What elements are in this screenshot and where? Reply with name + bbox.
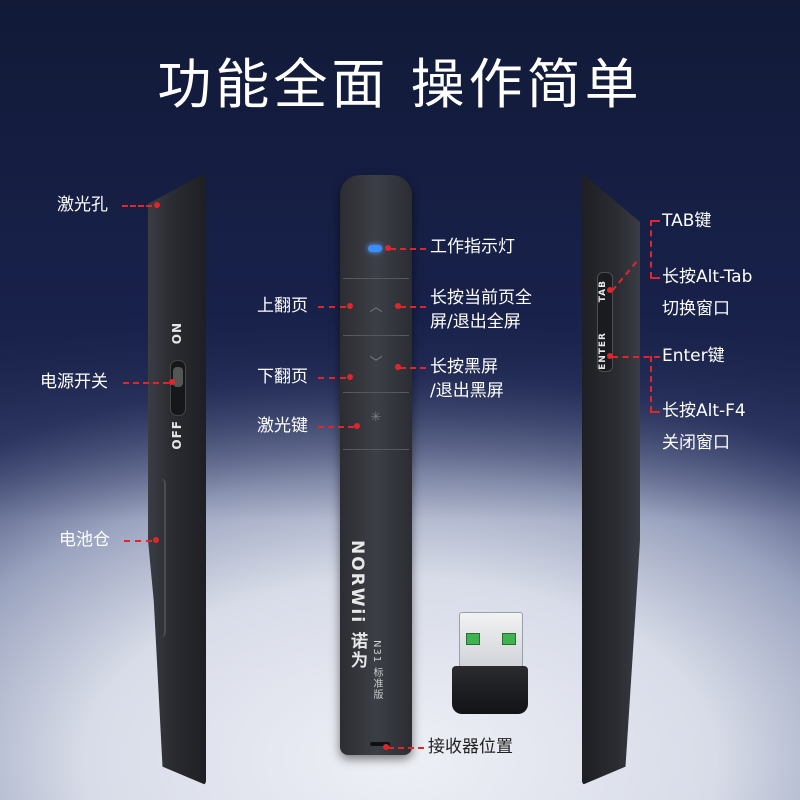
- page-down-long-leader: [400, 367, 426, 369]
- receiver-position-label: 接收器位置: [428, 737, 513, 757]
- page-down-label: 下翻页: [257, 367, 308, 387]
- power-switch-label: 电源开关: [40, 372, 108, 392]
- button-divider: [343, 392, 409, 393]
- chevron-down-icon: ﹀: [369, 356, 383, 371]
- laser-key-marker: [354, 423, 360, 429]
- enter-leader-vertical: [650, 356, 652, 412]
- enter-long-line2: 关闭窗口: [662, 433, 730, 453]
- tab-key-marker: [607, 287, 613, 293]
- usb-receiver-plug: [459, 612, 523, 670]
- enter-leader-bottom: [650, 411, 660, 413]
- enter-engraving: ENTER: [598, 332, 608, 370]
- page-down-long-marker: [395, 364, 401, 370]
- power-switch: [170, 360, 186, 416]
- page-up-marker: [347, 303, 353, 309]
- page-down-leader: [318, 377, 346, 379]
- presenter-remote: [340, 175, 412, 755]
- usb-receiver-body: [452, 666, 528, 714]
- tab-key-label: TAB键: [662, 211, 712, 231]
- receiver-slot: [370, 742, 390, 746]
- tab-long-line2: 切换窗口: [662, 299, 730, 319]
- battery-label: 电池仓: [59, 530, 110, 550]
- tab-leader-bottom: [650, 277, 660, 279]
- battery-leader: [124, 540, 152, 542]
- enter-key-label: Enter键: [662, 346, 725, 366]
- laser-icon: ✳: [370, 410, 382, 425]
- tab-leader-vertical: [650, 220, 652, 278]
- laser-hole-leader: [122, 205, 152, 207]
- laser-hole-marker: [154, 202, 160, 208]
- model-text: N31 标准版: [371, 640, 382, 701]
- tab-enter-buttons: [597, 272, 613, 372]
- page-up-long-line1: 长按当前页全: [430, 288, 532, 308]
- indicator-leader: [390, 248, 426, 250]
- button-divider: [343, 335, 409, 336]
- on-label: ON: [170, 322, 184, 345]
- laser-key-leader: [318, 426, 354, 428]
- usb-contact: [502, 633, 516, 645]
- button-panel: [343, 278, 409, 450]
- usb-contact: [466, 633, 480, 645]
- battery-compartment-edge: [150, 478, 166, 638]
- tab-leader-top: [650, 220, 660, 222]
- page-down-long-line1: 长按黑屏: [430, 357, 498, 377]
- brand-logo-text: NORWii 诺为: [347, 540, 367, 671]
- tab-long-line1: 长按Alt-Tab: [662, 267, 753, 287]
- indicator-marker: [385, 245, 391, 251]
- power-switch-leader: [123, 382, 169, 384]
- power-switch-knob: [173, 367, 183, 387]
- page-up-label: 上翻页: [257, 296, 308, 316]
- laser-key-label: 激光键: [257, 416, 308, 436]
- power-switch-marker: [169, 379, 175, 385]
- laser-hole-label: 激光孔: [57, 195, 108, 215]
- enter-leader: [612, 356, 660, 358]
- page-up-long-marker: [395, 303, 401, 309]
- enter-long-line1: 长按Alt-F4: [662, 401, 746, 421]
- off-label: OFF: [170, 420, 184, 450]
- page-down-marker: [347, 374, 353, 380]
- receiver-position-leader: [388, 747, 424, 749]
- page-down-long-line2: /退出黑屏: [430, 381, 504, 401]
- page-up-leader: [318, 306, 346, 308]
- receiver-position-marker: [383, 744, 389, 750]
- page-up-long-leader: [400, 306, 426, 308]
- chevron-up-icon: ︿: [369, 300, 383, 315]
- indicator-label: 工作指示灯: [430, 237, 515, 257]
- battery-marker: [153, 537, 159, 543]
- enter-key-marker: [607, 353, 613, 359]
- indicator-led: [368, 245, 382, 252]
- page-title: 功能全面 操作简单: [157, 53, 643, 116]
- page-up-long-line2: 屏/退出全屏: [430, 312, 521, 332]
